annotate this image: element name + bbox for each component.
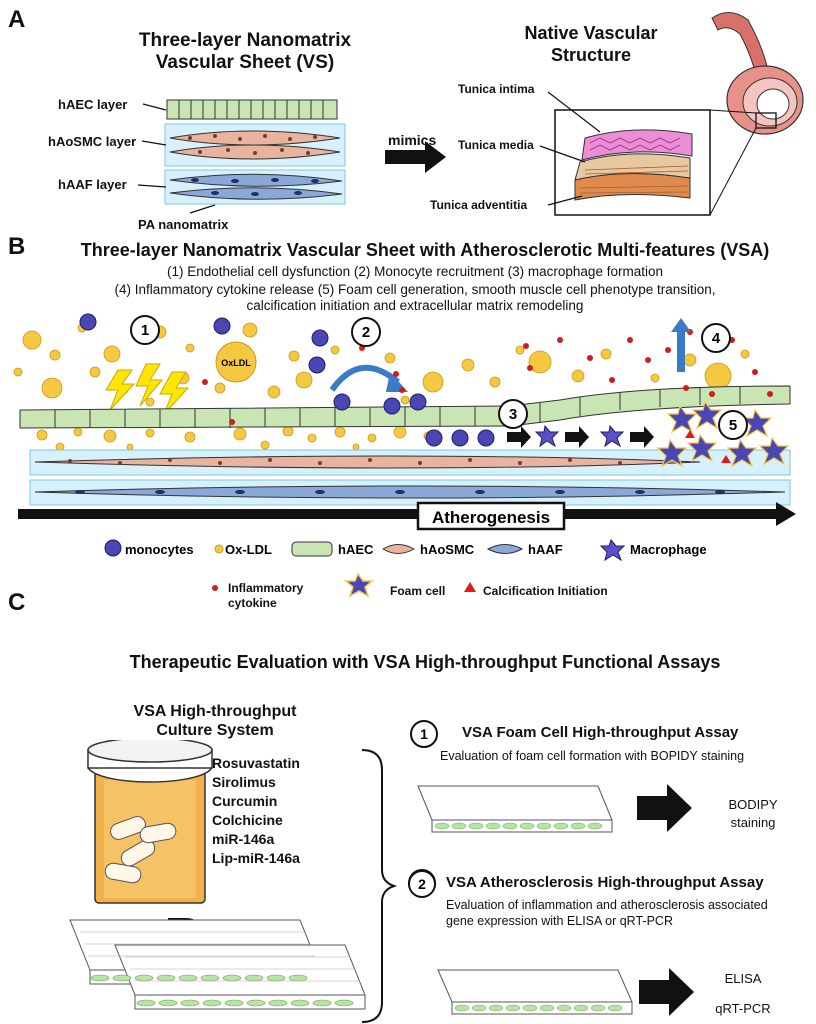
atherogenesis-arrow	[18, 509, 778, 519]
native-tissue-box	[539, 91, 711, 216]
drug-curcumin: Curcumin	[212, 793, 278, 809]
features-line-2: (4) Inflammatory cytokine release (5) Fo…	[114, 282, 716, 313]
haec-layer-label: hAEC layer	[58, 97, 128, 112]
monocytes-entering	[333, 393, 495, 447]
assay2-number-overlay: 2	[408, 870, 436, 898]
legend-macrophage: Macrophage	[630, 542, 707, 557]
culture-system-title: VSA High-throughput Culture System	[133, 703, 297, 739]
haaf-cell-band	[169, 173, 343, 200]
tunica-intima-label: Tunica intima	[458, 82, 535, 96]
release-arrow-head	[671, 318, 691, 332]
pa-nanomatrix-label: PA nanomatrix	[138, 217, 229, 232]
legend-monocytes: monocytes	[125, 542, 194, 557]
assay2-title: VSA Atherosclerosis High-throughput Assa…	[446, 874, 764, 891]
assay2-arrow	[639, 968, 694, 1016]
legend-row-1	[104, 538, 626, 562]
release-arrow	[677, 328, 685, 372]
assay2-output-line-1: ELISA	[724, 971, 762, 986]
panel-b-letter: B	[8, 233, 26, 260]
legend-haaf: hAAF	[528, 542, 563, 557]
panel-b-graphics: OxLDL	[13, 313, 796, 562]
features-line-1: (1) Endothelial cell dysfunction (2) Mon…	[167, 264, 663, 279]
assay1-plate	[417, 785, 613, 833]
culture-plate-stack	[69, 919, 366, 1010]
mimics-arrow	[385, 141, 446, 173]
smc-band	[29, 449, 791, 476]
bracket	[361, 749, 398, 1023]
assay2-plate	[437, 969, 633, 1015]
oxldl-in-tissue	[36, 425, 433, 452]
drug-mir146a: miR-146a	[212, 831, 275, 847]
legend-calcification: Calcification Initiation	[483, 584, 608, 598]
pill-bottle-icon	[87, 740, 213, 904]
assay1-number: 1	[420, 726, 428, 742]
assay-number-overlay: 1	[410, 720, 438, 748]
vessel-tube	[709, 12, 804, 216]
calcification-triangles	[685, 430, 731, 463]
mimics-label: mimics	[388, 132, 437, 148]
step-circles	[130, 315, 748, 440]
legend-haec: hAEC	[338, 542, 374, 557]
haaf-layer-label: hAAF layer	[58, 177, 127, 192]
vs-layer-stack	[137, 99, 346, 214]
legend-cytokine: Inflammatory cytokine	[228, 581, 304, 610]
drug-list: Rosuvastatin Sirolimus Curcumin Colchici…	[212, 754, 300, 868]
lightning-icons	[105, 363, 190, 415]
drug-sirolimus: Sirolimus	[212, 774, 276, 790]
step-3: 3	[509, 406, 517, 423]
therapeutic-title: Therapeutic Evaluation with VSA High-thr…	[129, 652, 721, 672]
assay2-desc: Evaluation of inflammation and atheroscl…	[446, 898, 768, 928]
assay2-number: 2	[418, 876, 426, 892]
legend-foam-cell: Foam cell	[390, 584, 446, 598]
panel-c-graphics	[69, 740, 694, 1023]
assay1-title: VSA Foam Cell High-throughput Assay	[462, 724, 739, 741]
endothelial-layer	[19, 385, 791, 429]
atherogenesis-box	[416, 501, 566, 531]
drug-lip-mir146a: Lip-miR-146a	[212, 850, 300, 866]
panel-c-letter: C	[8, 589, 26, 616]
tunica-media-label: Tunica media	[458, 138, 534, 152]
assay1-output: BODIPY staining	[708, 796, 798, 832]
haec-cell-row	[166, 99, 338, 120]
oxldl-label: OxLDL	[221, 358, 251, 368]
assay2-output: ELISA qRT-PCR	[708, 964, 778, 1024]
panel-a-graphics	[137, 12, 804, 216]
step-2: 2	[362, 324, 370, 341]
vsa-title: Three-layer Nanomatrix Vascular Sheet wi…	[80, 240, 770, 260]
tunica-adventitia-label: Tunica adventitia	[430, 198, 528, 212]
legend-oxldl: Ox-LDL	[225, 542, 272, 557]
assay1-arrow	[637, 784, 692, 832]
oxldl-large-particle	[215, 341, 257, 383]
assay2-output-line-2: qRT-PCR	[715, 1001, 771, 1016]
atherogenesis-label: Atherogenesis	[432, 508, 550, 527]
drug-rosuvastatin: Rosuvastatin	[212, 755, 300, 771]
step-1: 1	[141, 322, 149, 339]
drug-colchicine: Colchicine	[212, 812, 283, 828]
native-structure-title: Native Vascular Structure	[524, 23, 658, 65]
atherogenesis-arrow-head	[776, 502, 796, 526]
recruitment-arrow-head	[386, 372, 408, 392]
vs-title: Three-layer Nanomatrix Vascular Sheet (V…	[138, 30, 352, 73]
assay1-output-line-1: BODIPY	[728, 797, 778, 812]
haosmc-cell-band	[169, 130, 341, 160]
panel-a-letter: A	[8, 6, 26, 33]
macrophage-transition	[507, 424, 654, 448]
step-5: 5	[729, 417, 737, 434]
aaf-band	[29, 479, 791, 506]
foam-cell-cluster	[656, 400, 790, 468]
assay1-output-line-2: staining	[730, 815, 776, 830]
haosmc-layer-label: hAoSMC layer	[48, 134, 137, 149]
step-4: 4	[712, 330, 721, 347]
legend-haosmc: hAoSMC	[420, 542, 475, 557]
legend-row-2	[212, 572, 476, 598]
assay1-desc: Evaluation of foam cell formation with B…	[440, 749, 745, 763]
monocytes-fluid	[79, 313, 329, 374]
